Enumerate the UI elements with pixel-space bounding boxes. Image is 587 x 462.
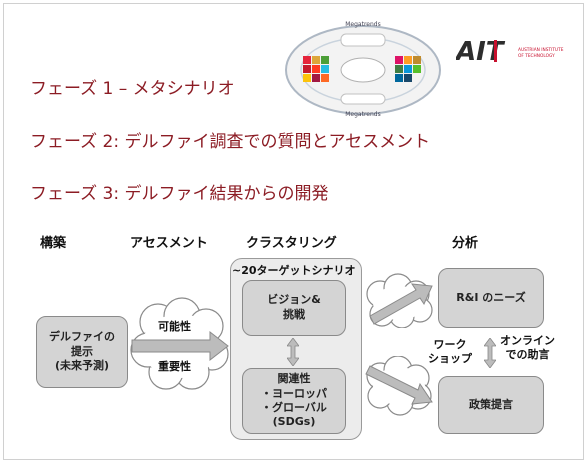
policy-recommendation-box: 政策提言 <box>438 376 544 434</box>
double-arrow-vertical-icon <box>287 338 299 366</box>
workshop-label: ワーク ショップ <box>428 338 472 366</box>
vision-challenge-box: ビジョン& 挑戦 <box>242 280 346 336</box>
header-cluster: クラスタリング <box>246 236 337 251</box>
ait-logo-sub-2: OF TECHNOLOGY <box>518 53 555 59</box>
megatrends-top-label: Megatrends <box>345 21 380 28</box>
needs-cloud <box>366 273 433 328</box>
ait-logo-sub-1: AUSTRIAN INSTITUTE <box>518 47 564 53</box>
online-advice-label: オンライン での助言 <box>500 334 555 362</box>
delphi-presentation-box: デルファイの 提示 (未来予測) <box>36 316 128 388</box>
target-scenario-title: ~20ターゲットシナリオ <box>232 264 356 277</box>
header-build: 構築 <box>40 236 67 251</box>
header-analysis: 分析 <box>452 236 479 251</box>
sdg-tiles <box>303 56 421 82</box>
phase-3-title: フェーズ 3: デルファイ結果からの開発 <box>30 184 329 204</box>
importance-label: 重要性 <box>158 360 191 373</box>
phase-1-title: フェーズ 1 – メタシナリオ <box>30 79 235 99</box>
assessment-cloud <box>130 297 229 390</box>
ait-logo: AIT AUSTRIAN INSTITUTE OF TECHNOLOGY <box>456 37 564 67</box>
feasibility-label: 可能性 <box>158 320 191 333</box>
policy-cloud <box>365 356 433 416</box>
megatrends-bottom-label: Megatrends <box>345 111 380 118</box>
phase-2-title: フェーズ 2: デルファイ調査での質問とアセスメント <box>30 132 431 152</box>
header-assess: アセスメント <box>130 236 208 251</box>
megatrends-figure: Megatrends Megatrends <box>285 21 441 118</box>
double-arrow-right-icon <box>484 338 496 368</box>
ri-needs-box: R&I のニーズ <box>438 268 544 328</box>
relevance-box: 関連性 ・ヨーロッパ ・グローバル (SDGs) <box>242 368 346 434</box>
ait-logo-mark: AIT <box>456 37 506 67</box>
slide-frame <box>3 3 584 460</box>
